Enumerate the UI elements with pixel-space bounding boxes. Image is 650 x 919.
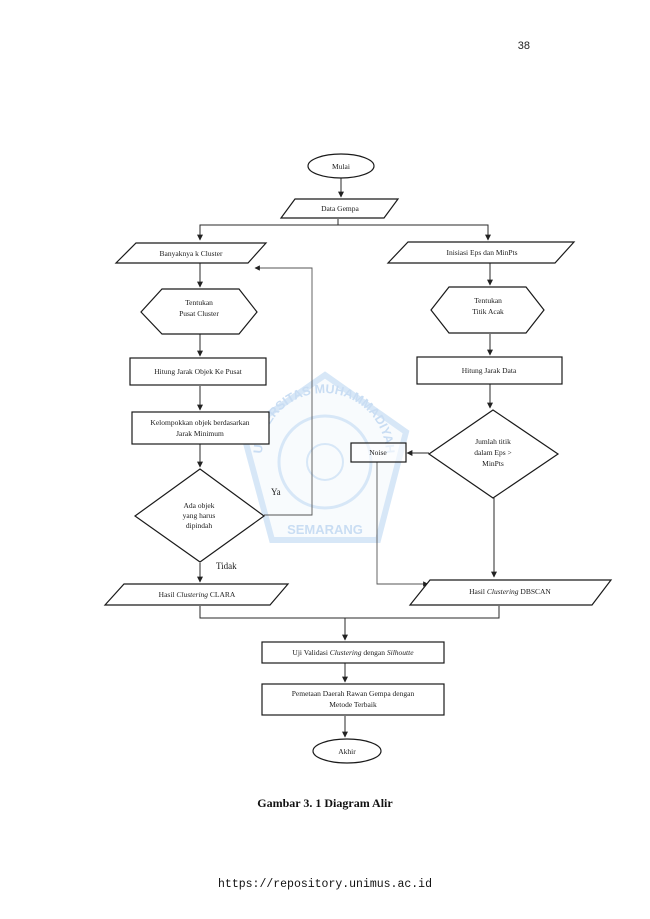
tentukan-pusat-line2: Pusat Cluster (179, 309, 219, 318)
hitung-jarak-objek-process (129, 357, 267, 386)
pemetaan-process (261, 683, 445, 716)
ada-objek-line1: Ada objek (183, 501, 214, 510)
pemetaan-line1: Pemetaan Daerah Rawan Gempa dengan (292, 689, 415, 698)
start-label: Mulai (332, 162, 350, 171)
hasil-clara-output (103, 583, 290, 606)
pemetaan-line2: Metode Terbaik (329, 700, 377, 709)
watermark-logo: UNIVERSITAS MUHAMMADIYAH SEMARANG (239, 371, 410, 543)
tidak-label: Tidak (216, 561, 237, 571)
kelompokkan-line1: Kelompokkan objek berdasarkan (150, 418, 249, 427)
tentukan-titik-acak-prep (430, 286, 545, 334)
tentukan-pusat-cluster-prep (140, 288, 258, 335)
kelompokkan-line2: Jarak Minimum (176, 429, 224, 438)
kelompokkan-process (131, 411, 270, 445)
banyaknya-cluster-input (114, 242, 268, 264)
hitung-jarak-data-label: Hitung Jarak Data (462, 366, 517, 375)
page-number: 38 (517, 40, 530, 52)
data-gempa-input (279, 198, 400, 219)
data-gempa-label: Data Gempa (321, 204, 359, 213)
jumlah-titik-line2: dalam Eps > (474, 448, 512, 457)
figure-caption: Gambar 3. 1 Diagram Alir (257, 796, 393, 810)
hasil-clara-label: Hasil Clustering CLARA (159, 590, 236, 599)
hasil-dbscan-label: Hasil Clustering DBSCAN (469, 587, 551, 596)
ada-objek-line2: yang harus (183, 511, 216, 520)
hasil-dbscan-output (408, 579, 613, 606)
inisiasi-eps-input (386, 241, 576, 264)
jumlah-titik-decision (427, 409, 560, 499)
tentukan-pusat-line1: Tentukan (185, 298, 213, 307)
end-terminator (312, 738, 382, 764)
uji-validasi-label: Uji Validasi Clustering dengan Silhoutte (292, 648, 414, 657)
hitung-jarak-objek-label: Hitung Jarak Objek Ke Pusat (154, 367, 242, 376)
end-label: Akhir (338, 747, 356, 756)
connectors (197, 178, 500, 738)
tentukan-titik-line2: Titik Acak (472, 307, 504, 316)
tentukan-titik-line1: Tentukan (474, 296, 502, 305)
footer-url[interactable]: https://repository.unimus.ac.id (218, 878, 432, 891)
ada-objek-decision (133, 468, 266, 563)
uji-validasi-process (261, 641, 445, 664)
start-terminator (307, 153, 375, 179)
watermark-bottom-text: SEMARANG (287, 522, 363, 537)
inisiasi-eps-label: Inisiasi Eps dan MinPts (446, 248, 517, 257)
banyaknya-cluster-label: Banyaknya k Cluster (160, 249, 223, 258)
ya-label: Ya (271, 487, 281, 497)
jumlah-titik-line1: Jumlah titik (475, 437, 511, 446)
hitung-jarak-data-process (416, 356, 563, 385)
noise-label: Noise (369, 448, 387, 457)
noise-box (350, 442, 407, 463)
ada-objek-line3: dipindah (186, 521, 212, 530)
jumlah-titik-line3: MinPts (482, 459, 504, 468)
